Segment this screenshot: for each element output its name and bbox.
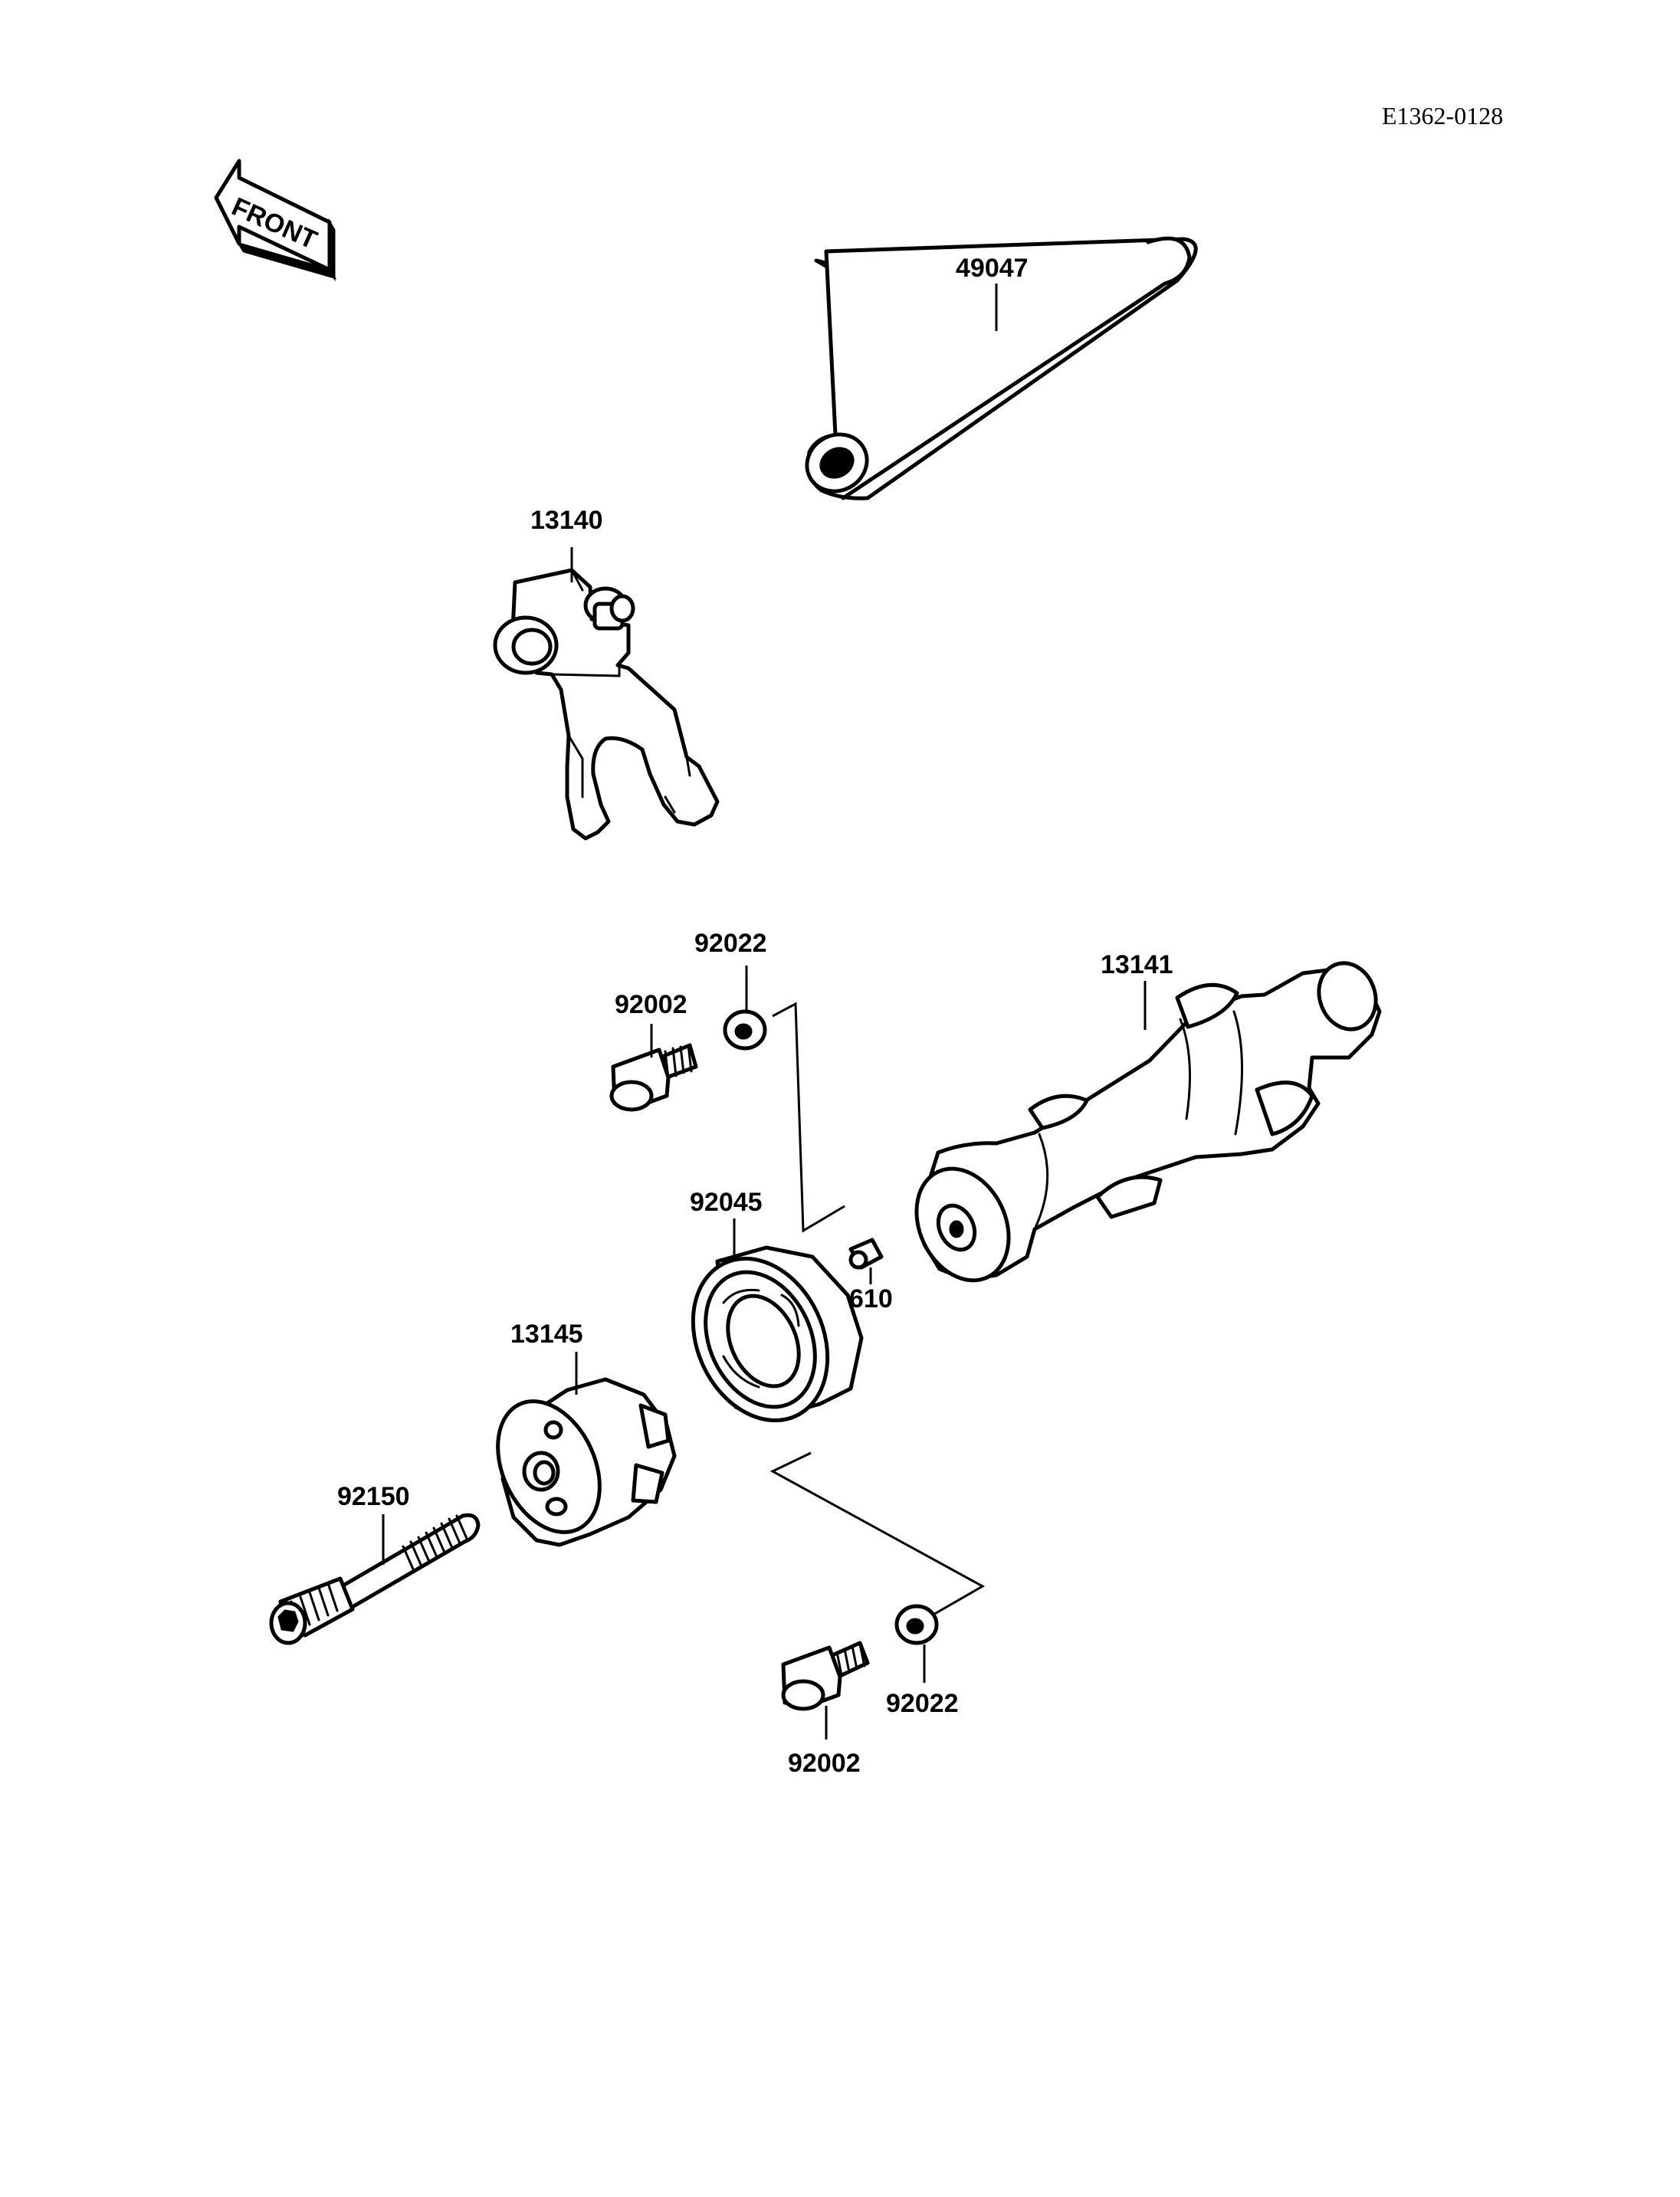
label-bearing: 92045 — [690, 1188, 763, 1217]
bearing-92045 — [691, 1218, 864, 1423]
leader-line-bottom — [769, 1451, 986, 1617]
label-bolt-top: 92002 — [615, 990, 687, 1019]
shift-fork-13140 — [493, 547, 720, 841]
diagram-code: E1362-0128 — [1382, 102, 1503, 130]
label-pin: 610 — [849, 1284, 893, 1313]
label-shift-drum: 13141 — [1101, 950, 1173, 979]
bolt-top-92002 — [609, 1024, 698, 1112]
label-drum-holder: 13145 — [510, 1320, 583, 1349]
label-bolt-bottom: 92002 — [788, 1749, 861, 1778]
bolt-bottom-92002 — [781, 1641, 870, 1740]
label-washer-top: 92022 — [694, 929, 767, 958]
shift-drum-13141 — [914, 961, 1382, 1283]
washer-bottom-92022 — [894, 1604, 939, 1683]
label-socket-bolt: 92150 — [337, 1482, 410, 1511]
front-arrow-icon: FRONT — [214, 159, 337, 282]
shift-rod-49047 — [805, 236, 1198, 500]
label-shift-fork: 13140 — [530, 506, 603, 535]
drum-holder-13145 — [496, 1352, 677, 1547]
pin-610 — [848, 1238, 884, 1284]
socket-bolt-92150 — [269, 1513, 481, 1645]
washer-top-92022 — [723, 966, 767, 1051]
label-shift-rod: 49047 — [956, 254, 1029, 283]
leader-line-top — [772, 1002, 845, 1233]
label-washer-bottom: 92022 — [886, 1689, 959, 1718]
